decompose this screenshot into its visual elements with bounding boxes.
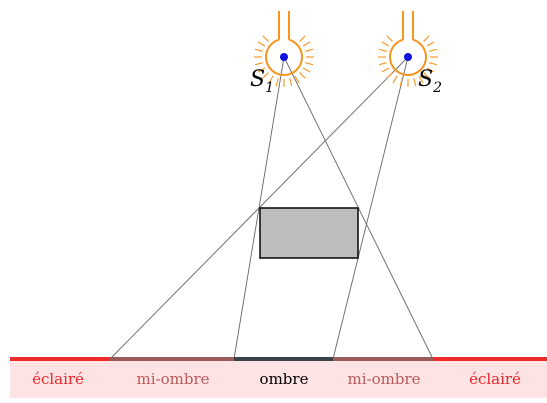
light-ray-tick (386, 72, 393, 79)
light-ray-tick (381, 41, 390, 47)
ray-s2-left (109, 56, 409, 360)
light-source-2 (378, 11, 438, 87)
light-ray-tick (426, 67, 435, 73)
light-ray-tick (299, 35, 306, 42)
light-ray-tick (289, 78, 293, 87)
light-ray-tick (302, 67, 311, 73)
screen-label-band (10, 361, 547, 398)
light-ray-tick (299, 72, 306, 79)
light-ray-tick (305, 48, 314, 52)
lamp-bulb-icon (378, 11, 438, 87)
light-ray-tick (423, 35, 430, 42)
light-ray-tick (305, 62, 314, 66)
light-ray-tick (429, 48, 438, 52)
light-ray-tick (257, 67, 266, 73)
light-ray-tick (254, 48, 263, 52)
light-ray-tick (254, 62, 263, 66)
bulb-outline (265, 11, 303, 76)
filament-1 (280, 53, 288, 61)
light-ray-tick (378, 62, 387, 66)
opaque-obstacle (259, 207, 359, 259)
source-2-index: 2 (432, 80, 442, 96)
light-ray-tick (386, 35, 393, 42)
light-ray-tick (257, 41, 266, 47)
light-ray-tick (275, 78, 279, 87)
light-ray-tick (399, 78, 403, 87)
light-ray-tick (262, 35, 269, 42)
zone-labels: éclairé mi-ombre ombre mi-ombre éclairé (32, 370, 521, 388)
light-ray-tick (413, 78, 417, 87)
ray-s2-right (332, 56, 409, 360)
light-ray-tick (423, 72, 430, 79)
light-ray-tick (429, 62, 438, 66)
filament-2 (404, 53, 412, 61)
zone-label-lit-left: éclairé (32, 370, 84, 388)
light-ray-tick (418, 75, 424, 84)
source-label-s2: S2 (418, 67, 442, 96)
light-ray-tick (381, 67, 390, 73)
light-ray-tick (262, 72, 269, 79)
light-ray-tick (378, 48, 387, 52)
bulb-outline (389, 11, 427, 76)
source-label-s1: S1 (250, 67, 274, 96)
lamp-bulb-icon (254, 11, 314, 87)
light-ray-tick (426, 41, 435, 47)
light-ray-tick (302, 41, 311, 47)
light-ray-tick (294, 75, 300, 84)
zone-label-penumbra-left: mi-ombre (137, 370, 210, 388)
source-1-index: 1 (265, 80, 274, 96)
light-source-1 (254, 11, 314, 87)
zone-label-penumbra-right: mi-ombre (348, 370, 421, 388)
source-2-symbol: S (418, 67, 433, 92)
source-1-symbol: S (250, 67, 265, 92)
zone-label-lit-right: éclairé (469, 370, 521, 388)
light-ray-tick (392, 75, 398, 84)
light-ray-tick (268, 75, 274, 84)
zone-label-umbra: ombre (260, 370, 309, 388)
